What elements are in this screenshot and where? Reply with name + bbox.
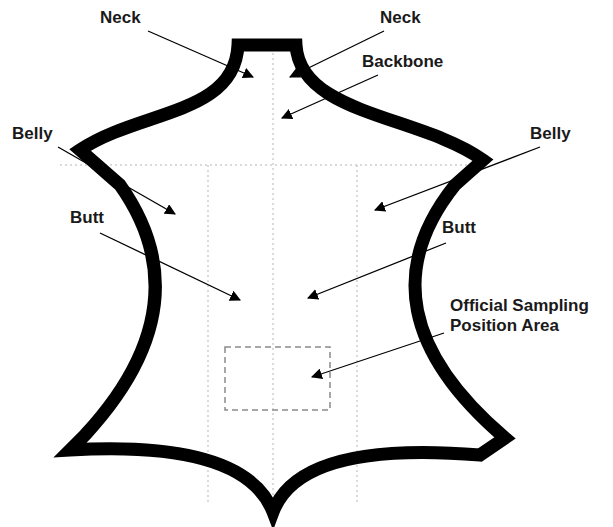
- part-label: Butt: [442, 218, 476, 238]
- leader-line: [375, 147, 540, 210]
- leader-line: [58, 147, 175, 214]
- part-label: Butt: [70, 208, 104, 228]
- guide-line: [273, 48, 274, 522]
- part-label: Official Sampling Position Area: [450, 296, 600, 336]
- part-label: Neck: [380, 8, 421, 28]
- leader-line: [308, 243, 446, 298]
- leader-line: [148, 31, 253, 77]
- part-label: Neck: [100, 8, 141, 28]
- part-label: Belly: [12, 124, 53, 144]
- sampling-area: [225, 347, 330, 410]
- part-label: Backbone: [362, 52, 443, 72]
- leader-line: [100, 233, 240, 300]
- part-label: Belly: [530, 124, 571, 144]
- leader-line: [312, 333, 444, 377]
- leader-line: [282, 75, 378, 118]
- hide-outline: [70, 45, 505, 512]
